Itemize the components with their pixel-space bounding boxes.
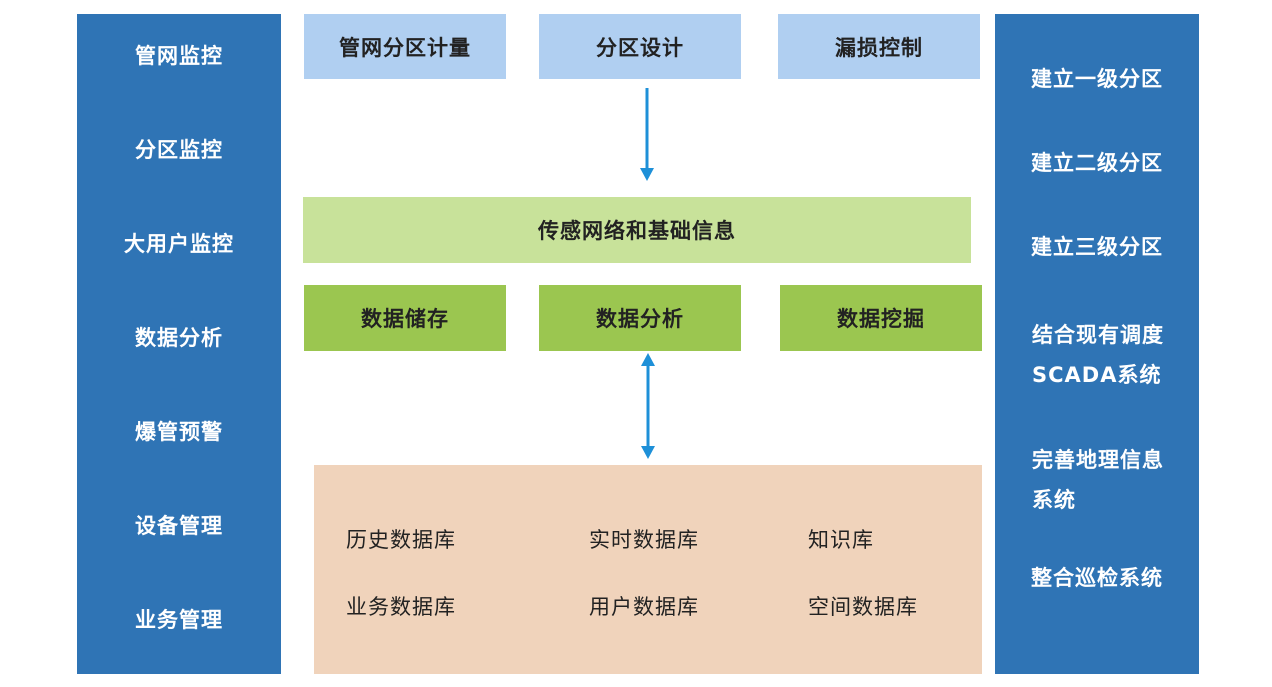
db-spatial: 空间数据库 (808, 595, 918, 619)
right-item-scada-line1: 结合现有调度 (1032, 323, 1164, 347)
left-item-data-analysis: 数据分析 (135, 326, 223, 350)
db-history: 历史数据库 (346, 528, 456, 552)
left-item-pipe-network-monitoring: 管网监控 (135, 44, 223, 68)
right-item-gis-line1: 完善地理信息 (1032, 448, 1164, 472)
top-box-leak-control: 漏损控制 (778, 14, 980, 79)
db-realtime: 实时数据库 (589, 528, 699, 552)
right-item-patrol-system: 整合巡检系统 (1031, 566, 1163, 590)
down-arrow (640, 88, 654, 181)
top-box-zone-metering: 管网分区计量 (304, 14, 506, 79)
left-function-panel: 管网监控 分区监控 大用户监控 数据分析 爆管预警 设备管理 业务管理 (77, 14, 281, 674)
left-item-major-user-monitoring: 大用户监控 (124, 232, 234, 256)
data-box-storage: 数据储存 (304, 285, 506, 351)
data-box-analysis: 数据分析 (539, 285, 741, 351)
left-item-equipment-management: 设备管理 (135, 514, 223, 538)
right-item-scada-line2: SCADA系统 (1032, 363, 1162, 387)
data-box-mining: 数据挖掘 (780, 285, 982, 351)
right-item-scada: 结合现有调度 SCADA系统 (995, 315, 1199, 395)
left-item-burst-warning: 爆管预警 (135, 420, 223, 444)
left-item-zone-monitoring: 分区监控 (135, 138, 223, 162)
right-item-level3-zone: 建立三级分区 (1031, 235, 1163, 259)
db-knowledge: 知识库 (808, 528, 874, 552)
right-item-level2-zone: 建立二级分区 (1031, 151, 1163, 175)
right-construction-panel: 建立一级分区 建立二级分区 建立三级分区 结合现有调度 SCADA系统 完善地理… (995, 14, 1199, 674)
right-item-gis: 完善地理信息 系统 (995, 440, 1199, 520)
right-item-level1-zone: 建立一级分区 (1031, 67, 1163, 91)
top-box-zone-design: 分区设计 (539, 14, 741, 79)
db-user: 用户数据库 (589, 595, 699, 619)
database-panel: 历史数据库 实时数据库 知识库 业务数据库 用户数据库 空间数据库 (314, 465, 982, 674)
db-business: 业务数据库 (346, 595, 456, 619)
double-arrow (641, 353, 655, 459)
left-item-business-management: 业务管理 (135, 608, 223, 632)
sensor-network-bar: 传感网络和基础信息 (303, 197, 971, 263)
right-item-gis-line2: 系统 (1032, 488, 1076, 512)
